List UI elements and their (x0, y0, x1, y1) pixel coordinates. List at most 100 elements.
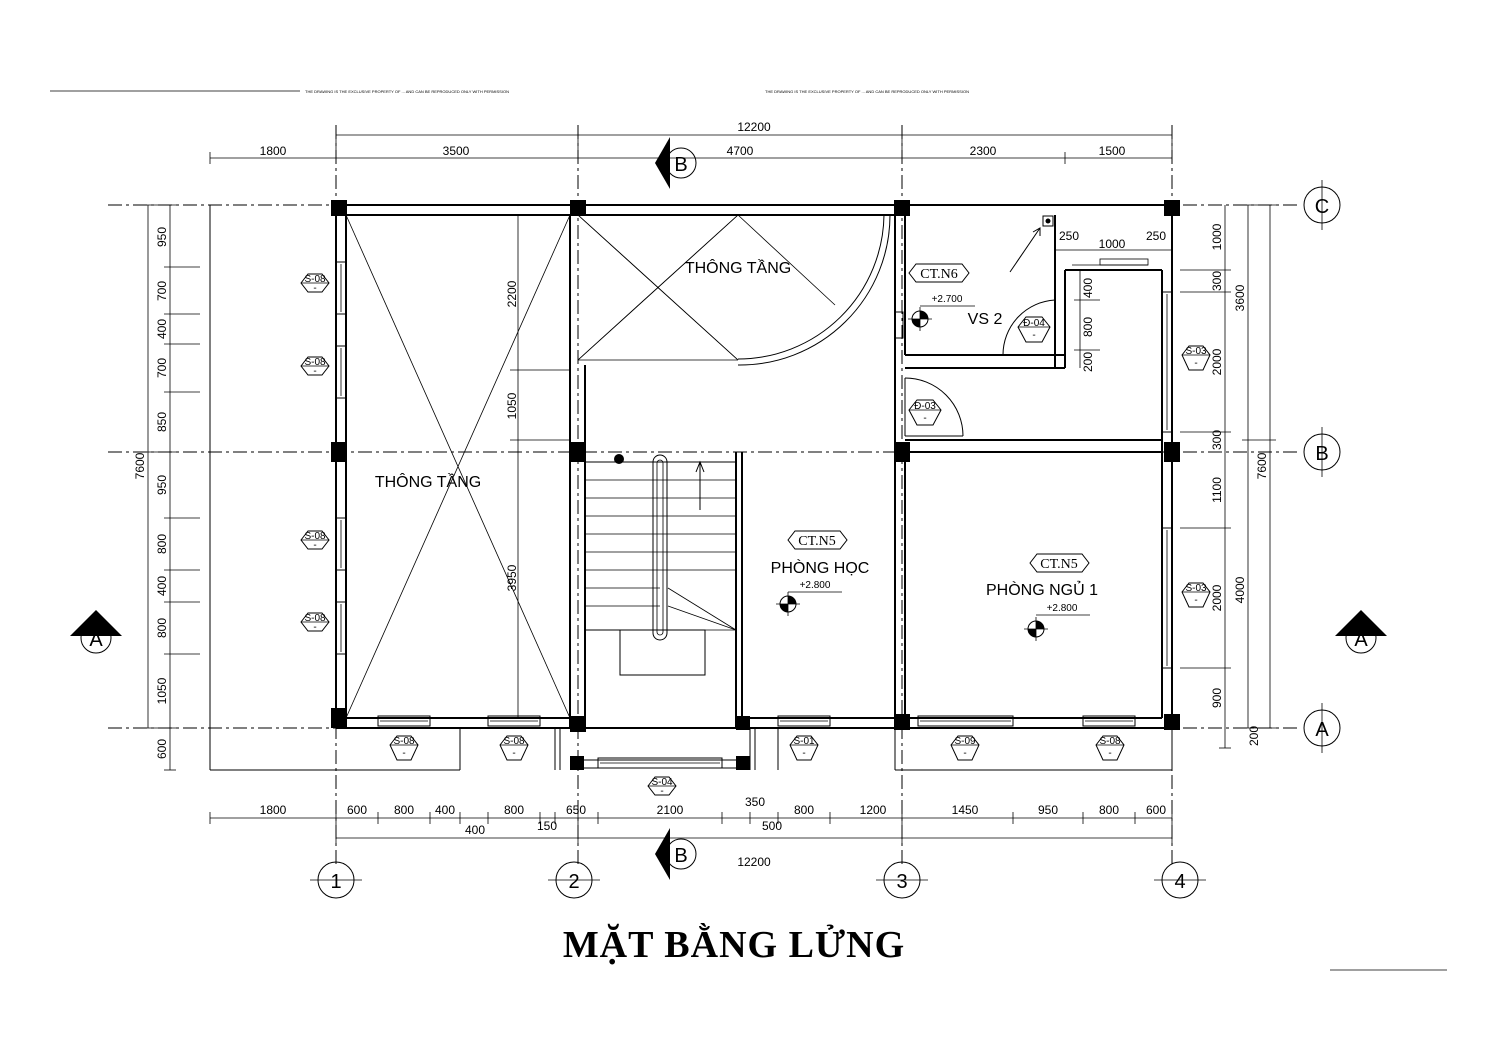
left-ticks (142, 204, 200, 771)
dim-right-a: 3600 (1233, 284, 1247, 311)
svg-text:-: - (512, 748, 515, 759)
svg-text:-: - (1194, 358, 1197, 369)
dim-left: 800 (155, 618, 169, 638)
stair (585, 454, 737, 676)
room-label-void-left: THÔNG TẦNG (375, 472, 481, 491)
dim-bottom: 800 (394, 803, 414, 817)
svg-text:S-09: S-09 (954, 736, 976, 747)
dim-wc: 200 (1081, 352, 1095, 372)
dim-right-b: 900 (1210, 688, 1224, 708)
dim-bottom: 1200 (860, 803, 887, 817)
svg-text:2: 2 (568, 871, 579, 893)
finish-tag: CT.N6 (908, 263, 970, 283)
columns (331, 200, 1180, 770)
dim-wc: 250 (1059, 229, 1079, 243)
svg-text:-: - (1194, 595, 1197, 606)
grid-axes (108, 125, 1300, 865)
dim-top: 2300 (970, 144, 997, 158)
grid-bubble-1: 1 (310, 861, 362, 899)
dim-left: 400 (155, 319, 169, 339)
svg-text:-: - (802, 748, 805, 759)
door-tag: Đ-04 - (1017, 316, 1051, 343)
dim-left-total: 7600 (133, 452, 147, 479)
level-marker: +2.800 (776, 580, 842, 616)
dim-wc: 250 (1146, 229, 1166, 243)
svg-text:Đ-03: Đ-03 (914, 401, 936, 412)
column (736, 756, 750, 770)
drawing-title: MẶT BẰNG LỬNG (563, 923, 905, 966)
svg-text:-: - (660, 786, 663, 797)
column (331, 708, 347, 728)
room-label-study: PHÒNG HỌC (771, 558, 870, 577)
window-tag: S-08 - (300, 530, 330, 551)
room-label-wc: VS 2 (968, 311, 1003, 328)
dim-right-b: 1000 (1210, 223, 1224, 250)
dim-right-b: 2000 (1210, 348, 1224, 375)
header-note: THE DRAWING IS THE EXCLUSIVE PROPERTY OF… (50, 89, 969, 94)
dim-bottom: 800 (1099, 803, 1119, 817)
window-tag: S-01 - (789, 735, 819, 761)
column (1164, 442, 1180, 462)
dim-left: 950 (155, 475, 169, 495)
dim-bottom-b: 500 (762, 819, 782, 833)
window-tag: S-09 - (950, 735, 980, 761)
copyright-note-2: THE DRAWING IS THE EXCLUSIVE PROPERTY OF… (765, 89, 969, 94)
svg-text:A: A (1315, 719, 1329, 741)
dim-bottom: 1800 (260, 803, 287, 817)
svg-text:A: A (1354, 629, 1368, 651)
svg-text:S-03: S-03 (1185, 583, 1207, 594)
grid-bubbles: 1 2 3 4 C B A (310, 180, 1341, 899)
dim-top: 1500 (1099, 144, 1126, 158)
window-tag: S-08 - (300, 356, 330, 377)
section-marker-a-right: A (1335, 610, 1387, 654)
svg-text:B: B (1315, 443, 1328, 465)
walls (209, 204, 1173, 771)
svg-text:-: - (313, 283, 316, 294)
dim-top: 3500 (443, 144, 470, 158)
svg-text:S-08: S-08 (304, 531, 326, 542)
dim-right-b: 200 (1247, 726, 1261, 746)
dim-inner: 3950 (505, 564, 519, 591)
dim-bottom: 950 (1038, 803, 1058, 817)
dim-inner: 1050 (505, 392, 519, 419)
dim-bottom: 600 (347, 803, 367, 817)
svg-text:S-08: S-08 (503, 736, 525, 747)
dim-bottom: 1450 (952, 803, 979, 817)
svg-text:-: - (313, 366, 316, 377)
column (331, 442, 347, 462)
column (894, 714, 910, 730)
svg-text:S-08: S-08 (1099, 736, 1121, 747)
svg-text:-: - (963, 748, 966, 759)
window-tag: S-08 - (499, 735, 529, 761)
svg-text:A: A (89, 629, 103, 651)
dim-bottom-b: 150 (537, 819, 557, 833)
dim-left: 800 (155, 534, 169, 554)
column (331, 200, 347, 216)
svg-text:Đ-04: Đ-04 (1023, 318, 1045, 329)
dim-bottom: 650 (566, 803, 586, 817)
window-tag: S-04 - (647, 776, 677, 797)
svg-text:S-03: S-03 (1185, 346, 1207, 357)
dim-left: 950 (155, 227, 169, 247)
windows (335, 261, 1173, 769)
dim-wc: 800 (1081, 317, 1095, 337)
dim-top-total: 12200 (737, 120, 771, 134)
svg-text:-: - (1032, 330, 1035, 341)
dim-bottom: 2100 (657, 803, 684, 817)
dim-bottom-total: 12200 (737, 855, 771, 869)
level-marker: +2.800 (1024, 603, 1090, 641)
dim-right-b: 300 (1210, 271, 1224, 291)
level-marker: +2.700 (908, 294, 975, 331)
dim-inner: 2200 (505, 280, 519, 307)
door-tag: Đ-03 - (908, 399, 942, 426)
svg-text:-: - (1108, 748, 1111, 759)
window-tag: S-08 - (300, 612, 330, 633)
column (570, 442, 586, 462)
svg-text:B: B (674, 154, 687, 176)
dim-wc: 400 (1081, 278, 1095, 298)
section-marker-a-left: A (70, 610, 122, 654)
dim-bottom: 600 (1146, 803, 1166, 817)
svg-text:CT.N5: CT.N5 (1040, 557, 1077, 572)
finish-tag: CT.N5 (1029, 553, 1090, 573)
column (570, 756, 584, 770)
